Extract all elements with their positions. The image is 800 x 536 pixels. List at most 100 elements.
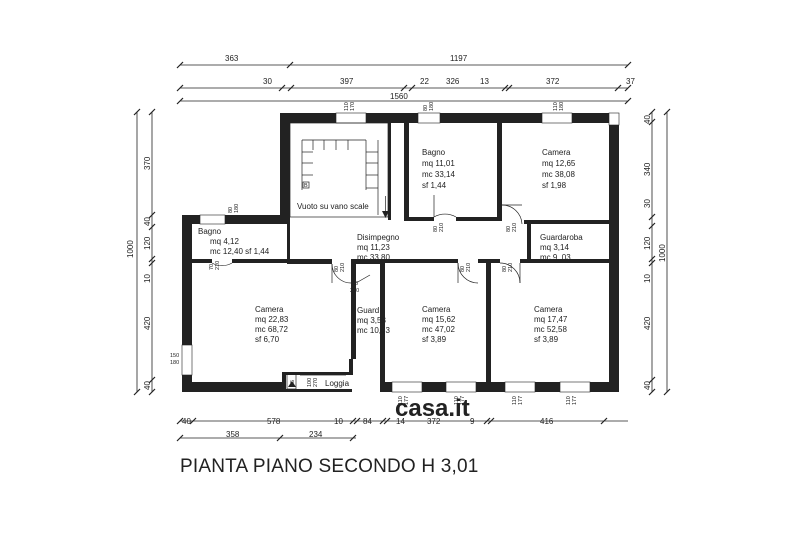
dim-top-13: 13 (480, 77, 489, 86)
top-dimensions: 363 1197 30 397 22 326 13 372 37 1560 (176, 54, 635, 105)
opening-label: 180 (429, 102, 435, 111)
room-mq: mq 11,01 (422, 159, 455, 168)
room-guard: Guard mq 3,53 mc 10,63 (357, 306, 390, 335)
opening-label: 180 (559, 102, 565, 111)
room-sf: sf 1,98 (542, 181, 567, 190)
room-mc: mc 10,63 (357, 326, 390, 335)
room-name: Camera (534, 305, 563, 314)
opening-label: 150 (170, 353, 179, 359)
dim-right-1000: 1000 (658, 244, 667, 262)
room-mc: mc 33,80 (357, 253, 390, 262)
room-vuoto: Vuoto su vano scale (297, 202, 369, 211)
room-loggia: Loggia (325, 379, 350, 388)
dim-bottom-358: 358 (226, 430, 240, 439)
dim-bottom-9: 9 (470, 417, 475, 426)
room-mc: mc 68,72 (255, 325, 288, 334)
opening-label: 80 (460, 266, 466, 272)
opening-label: 177 (460, 396, 466, 405)
dim-right-40: 40 (643, 115, 652, 124)
opening-label: 210 (215, 261, 221, 270)
room-mq: mq 4,12 (210, 237, 239, 246)
opening-label: 180 (234, 204, 240, 213)
opening-label: 210 (508, 263, 514, 272)
opening-label: 80 (334, 266, 340, 272)
right-dimensions: 40 340 30 120 10 420 40 1000 (643, 108, 671, 396)
dim-top-363: 363 (225, 54, 239, 63)
room-name: Guardaroba (540, 233, 583, 242)
dim-top-397: 397 (340, 77, 354, 86)
room-mq: mq 22,83 (255, 315, 289, 324)
bottom-dimensions: 40 578 10 84 14 372 9 416 358 234 (176, 417, 628, 442)
dim-top-37: 37 (626, 77, 635, 86)
opening-labels: 110 170 80 180 110 180 80 180 80 210 80 … (170, 102, 578, 405)
room-name: Camera (422, 305, 451, 314)
room-camera-mid: Camera mq 15,62 mc 47,02 sf 3,89 (422, 305, 456, 344)
room-sf: sf 6,70 (255, 335, 280, 344)
opening-label: 80 (228, 207, 234, 213)
room-camera-top: Camera mq 12,65 mc 38,08 sf 1,98 (542, 148, 576, 190)
dim-left-10: 10 (143, 274, 152, 283)
room-mq: mq 17,47 (534, 315, 568, 324)
dim-top-1197: 1197 (450, 54, 468, 63)
room-name: Bagno (198, 227, 222, 236)
opening-label: 73 (352, 281, 358, 287)
opening-label: 210 (340, 263, 346, 272)
room-mc: mc 12,40 sf 1,44 (210, 247, 270, 256)
room-name: Guard (357, 306, 379, 315)
opening-label: 80 (433, 226, 439, 232)
opening-label: 70 (209, 264, 215, 270)
plan-title: PIANTA PIANO SECONDO H 3,01 (180, 456, 479, 477)
opening-label: 80 (423, 105, 429, 111)
dim-bottom-10: 10 (334, 417, 343, 426)
room-sf: sf 3,89 (422, 335, 447, 344)
dim-top-30: 30 (263, 77, 272, 86)
dim-bottom-416: 416 (540, 417, 554, 426)
opening-label: 110 (398, 396, 404, 405)
dim-bottom-84: 84 (363, 417, 372, 426)
dim-top-372: 372 (546, 77, 560, 86)
opening-label: 210 (350, 288, 359, 294)
opening-label: 100 (307, 378, 313, 387)
room-mc: mc 9, 03 (540, 253, 571, 262)
room-mc: mc 47,02 (422, 325, 455, 334)
room-name: Vuoto su vano scale (297, 202, 369, 211)
dim-top-326: 326 (446, 77, 460, 86)
room-sf: sf 1,44 (422, 181, 447, 190)
dim-left-40: 40 (143, 217, 152, 226)
dim-left-1000: 1000 (126, 240, 135, 258)
dim-bottom-234: 234 (309, 430, 323, 439)
dim-top-1560: 1560 (390, 92, 408, 101)
opening-label: 110 (344, 102, 350, 111)
dim-bottom-372: 372 (427, 417, 441, 426)
dim-top-22: 22 (420, 77, 429, 86)
stair-mark: B (304, 183, 308, 189)
room-camera-right: Camera mq 17,47 mc 52,58 sf 3,89 (534, 305, 568, 344)
windows (181, 112, 620, 393)
opening-label: 110 (454, 396, 460, 405)
opening-label: 170 (350, 102, 356, 111)
doors (211, 195, 523, 390)
dim-left-120: 120 (143, 236, 152, 250)
dim-right-120: 120 (643, 236, 652, 250)
opening-label: 270 (313, 378, 319, 387)
dim-right-40b: 40 (643, 381, 652, 390)
opening-label: 180 (170, 360, 179, 366)
room-mc: mc 52,58 (534, 325, 567, 334)
room-disimpegno: Disimpegno mq 11,23 mc 33,80 (357, 233, 400, 262)
opening-label: 110 (566, 396, 572, 405)
walls (182, 113, 619, 392)
room-mc: mc 38,08 (542, 170, 575, 179)
room-bagno-top: Bagno mq 11,01 mc 33,14 sf 1,44 (422, 148, 455, 190)
opening-label: 177 (404, 396, 410, 405)
opening-label: 65 (290, 380, 296, 386)
room-name: Camera (255, 305, 284, 314)
room-name: Camera (542, 148, 571, 157)
left-dimensions: 1000 370 40 120 10 420 40 (126, 108, 156, 396)
room-sf: sf 3,89 (534, 335, 559, 344)
opening-label: 110 (512, 396, 518, 405)
dim-bottom-40: 40 (182, 417, 191, 426)
room-guardaroba: Guardaroba mq 3,14 mc 9, 03 (540, 233, 583, 262)
dim-bottom-578: 578 (267, 417, 281, 426)
opening-label: 210 (512, 223, 518, 232)
